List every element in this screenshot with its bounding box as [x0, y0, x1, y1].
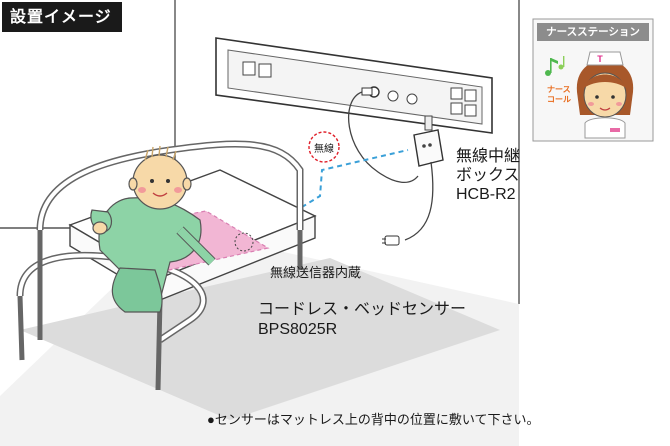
nurse-call-text: ナース コール [547, 85, 571, 105]
nurse-call-line2: コール [547, 95, 571, 104]
wireless-circle [308, 131, 340, 163]
dashed-signal-icon [247, 149, 409, 241]
wireless-label: 無線 [314, 144, 334, 155]
transmitter-label: 無線送信器内蔵 [270, 265, 362, 280]
sensor-name: コードレス・ベッドセンサー [258, 301, 467, 318]
bed-shadow [20, 258, 500, 420]
patient-illustration [90, 145, 216, 313]
relay-box-model: HCB-R2 [456, 186, 516, 203]
relay-cable [348, 91, 419, 183]
wall-panel [215, 37, 493, 134]
relay-box-line2: ボックス [456, 167, 520, 184]
nurse-illustration: T [576, 51, 634, 139]
sensor-model: BPS8025R [258, 321, 338, 338]
placement-note: ●センサーはマットレス上の背中の位置に敷いて下さい。 [207, 412, 540, 427]
nurse-call-line1: ナース [547, 85, 571, 94]
music-note-icon [545, 56, 565, 76]
relay-box-device [382, 115, 444, 246]
nurse-station-label: ナースステーション [537, 23, 649, 41]
sensor-label: コードレス・ベッドセンサー BPS8025R [258, 300, 466, 340]
relay-box-label: 無線中継 ボックス HCB-R2 [456, 147, 520, 204]
page-title: 設置イメージ [2, 2, 122, 32]
transmitter-marker [234, 232, 254, 252]
svg-text:T: T [597, 54, 603, 64]
relay-box-line1: 無線中継 [456, 148, 521, 165]
